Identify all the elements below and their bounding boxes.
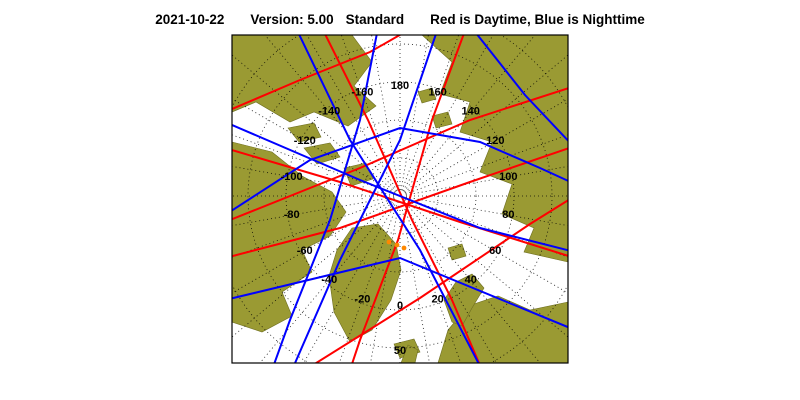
title-version: Version: 5.00	[250, 12, 334, 27]
meridian-line	[403, 200, 541, 363]
longitude-label: -80	[284, 209, 300, 221]
meridian-line	[232, 199, 396, 338]
meridian-line	[401, 35, 460, 191]
longitude-label: 180	[391, 80, 409, 92]
meridian-line	[306, 35, 398, 192]
landmass	[287, 122, 322, 143]
meridian-line	[340, 35, 399, 191]
longitude-label: 60	[489, 245, 501, 257]
meridian-line	[303, 200, 398, 363]
longitude-label: -60	[297, 245, 313, 257]
meridian-line	[404, 199, 568, 338]
meridian-line	[232, 197, 395, 258]
longitude-label: 100	[499, 171, 517, 183]
longitude-label: -100	[281, 171, 303, 183]
daytime-track	[232, 35, 402, 111]
satellite-marker	[401, 245, 407, 251]
longitude-label: -160	[351, 87, 373, 99]
graticule	[232, 35, 568, 363]
meridian-line	[404, 98, 568, 194]
daytime-track	[232, 87, 568, 221]
meridian-line	[259, 200, 397, 363]
nighttime-track	[476, 35, 568, 143]
title-legend: Red is Daytime, Blue is Nighttime	[430, 12, 645, 27]
meridian-line	[405, 165, 568, 196]
longitude-label: -120	[294, 135, 316, 147]
daytime-track	[232, 147, 568, 258]
daytime-track	[351, 35, 465, 363]
meridian-line	[232, 196, 395, 227]
longitude-label: 120	[486, 135, 504, 147]
meridian-line	[402, 35, 494, 192]
landmass	[431, 111, 453, 129]
meridian-line	[232, 198, 396, 294]
latitude-label: 50	[394, 345, 406, 357]
longitude-label: -140	[318, 106, 340, 118]
landmass	[232, 141, 347, 333]
meridian-line	[232, 54, 396, 193]
meridian-line	[402, 200, 497, 363]
title-date: 2021-10-22	[155, 12, 225, 27]
satellite-marker	[394, 242, 400, 248]
nighttime-track	[298, 35, 480, 363]
longitude-label: 20	[431, 293, 443, 305]
landmass	[328, 223, 402, 343]
meridian-line	[338, 201, 399, 363]
meridian-line	[404, 54, 568, 193]
satellite-marker	[386, 239, 392, 245]
meridian-line	[403, 35, 536, 192]
nighttime-track	[273, 35, 378, 363]
longitude-label: 80	[502, 209, 514, 221]
map-title: 2021-10-22 Version: 5.00 Standard Red is Da…	[0, 12, 800, 27]
landmass	[400, 344, 419, 363]
meridian-line	[404, 198, 568, 294]
meridian-line	[405, 197, 568, 258]
landmass	[443, 273, 485, 327]
nighttime-track	[232, 123, 568, 252]
meridian-line	[264, 35, 397, 192]
longitude-label: 140	[462, 106, 480, 118]
daytime-track	[314, 199, 568, 363]
longitude-label: -20	[354, 293, 370, 305]
meridian-line	[401, 201, 462, 363]
landmass	[417, 87, 437, 104]
longitude-label: 0	[397, 300, 403, 312]
meridian-line	[370, 201, 400, 363]
latitude-circle	[247, 43, 553, 349]
meridian-line	[400, 201, 430, 363]
longitude-label: -40	[321, 274, 337, 286]
nighttime-track	[232, 126, 568, 212]
longitude-label: 160	[428, 87, 446, 99]
title-standard: Standard	[345, 12, 405, 27]
daytime-track	[324, 35, 481, 363]
meridian-line	[371, 35, 400, 191]
latitude-circle	[323, 119, 477, 273]
map-border	[231, 34, 569, 364]
meridian-line	[232, 98, 396, 194]
meridian-line	[232, 165, 395, 196]
meridian-line	[405, 134, 568, 195]
nighttime-track	[232, 256, 568, 329]
meridian-line	[405, 196, 568, 227]
nighttime-track	[293, 35, 437, 363]
daytime-track	[232, 149, 568, 257]
longitude-label: 40	[465, 274, 477, 286]
landmass	[343, 162, 374, 187]
meridian-line	[232, 134, 395, 195]
